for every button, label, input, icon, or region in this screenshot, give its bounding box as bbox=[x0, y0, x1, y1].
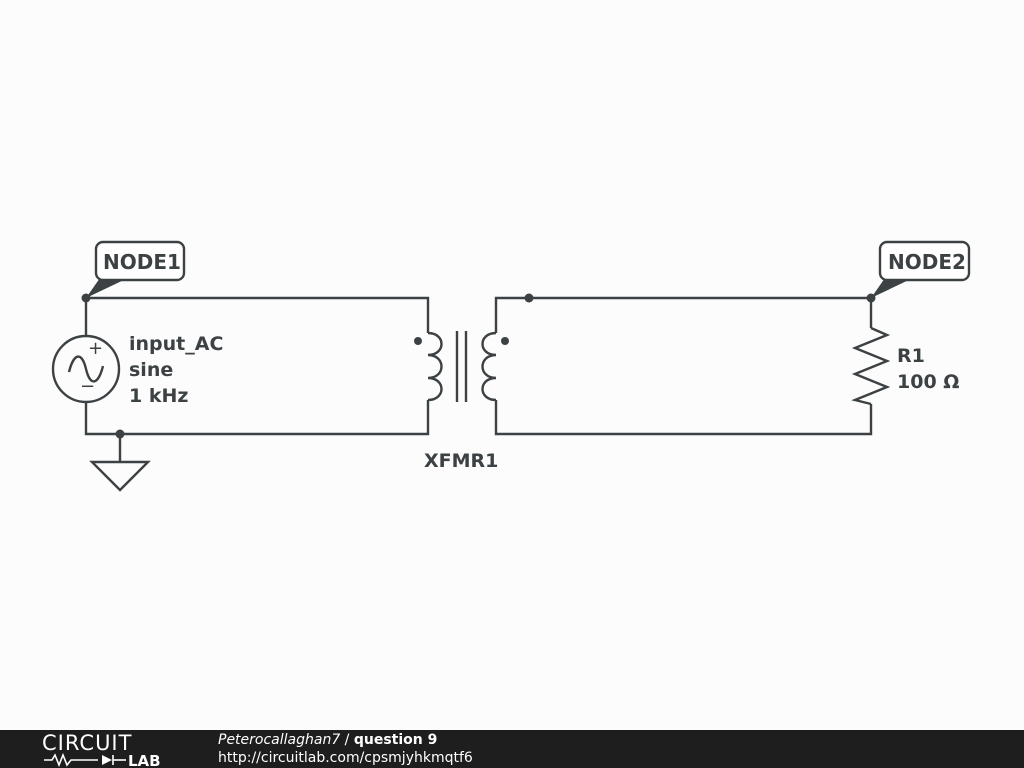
primary-coil bbox=[427, 331, 443, 402]
ac-source[interactable]: + − bbox=[51, 334, 121, 404]
minus-sign-icon: − bbox=[80, 376, 95, 397]
secondary-polarity-dot bbox=[501, 337, 509, 345]
circuit-url[interactable]: http://circuitlab.com/cpsmjyhkmqtf6 bbox=[218, 750, 473, 766]
secondary-coil bbox=[481, 331, 497, 402]
logo-text-circuit: CIRCUIT bbox=[42, 731, 132, 755]
circuit-meta: Peterocallaghan7 / question 9 http://cir… bbox=[218, 731, 473, 767]
ground-symbol[interactable] bbox=[89, 434, 151, 492]
node2-label: NODE2 bbox=[888, 250, 966, 274]
secondary-loop-wires bbox=[494, 296, 873, 436]
resistor-name-label: R1 bbox=[897, 345, 925, 367]
footer-bar: CIRCUIT LAB Peterocallaghan7 / question … bbox=[0, 730, 1024, 768]
primary-polarity-dot bbox=[414, 337, 422, 345]
junction-secondary bbox=[524, 293, 534, 303]
node2-flag[interactable]: NODE2 bbox=[871, 240, 971, 298]
logo-resistor-icon bbox=[44, 752, 98, 768]
meta-separator: / bbox=[340, 732, 354, 748]
resistor-r1[interactable] bbox=[851, 326, 891, 406]
resistor-value-label: 100 Ω bbox=[897, 371, 959, 393]
circuitlab-logo[interactable]: CIRCUIT LAB bbox=[42, 730, 182, 768]
primary-loop-wires bbox=[84, 296, 430, 436]
transformer-xfmr1[interactable] bbox=[414, 331, 509, 402]
logo-diode-icon bbox=[102, 755, 112, 765]
transformer-label: XFMR1 bbox=[424, 450, 498, 472]
circuit-title[interactable]: question 9 bbox=[353, 732, 438, 748]
meta-line-title: Peterocallaghan7 / question 9 bbox=[218, 731, 473, 749]
node1-label: NODE1 bbox=[103, 250, 181, 274]
plus-sign-icon: + bbox=[88, 338, 103, 359]
circuit-schematic: + − input_AC sine 1 kHz XFMR1 R1 100 Ω N… bbox=[51, 240, 971, 492]
source-frequency-label: 1 kHz bbox=[129, 385, 188, 407]
author-name[interactable]: Peterocallaghan7 bbox=[218, 732, 341, 748]
node1-flag[interactable]: NODE1 bbox=[86, 240, 186, 298]
sine-wave-icon bbox=[67, 355, 105, 383]
logo-text-lab: LAB bbox=[128, 752, 161, 768]
source-name-label: input_AC bbox=[129, 333, 223, 355]
source-type-label: sine bbox=[129, 359, 173, 381]
